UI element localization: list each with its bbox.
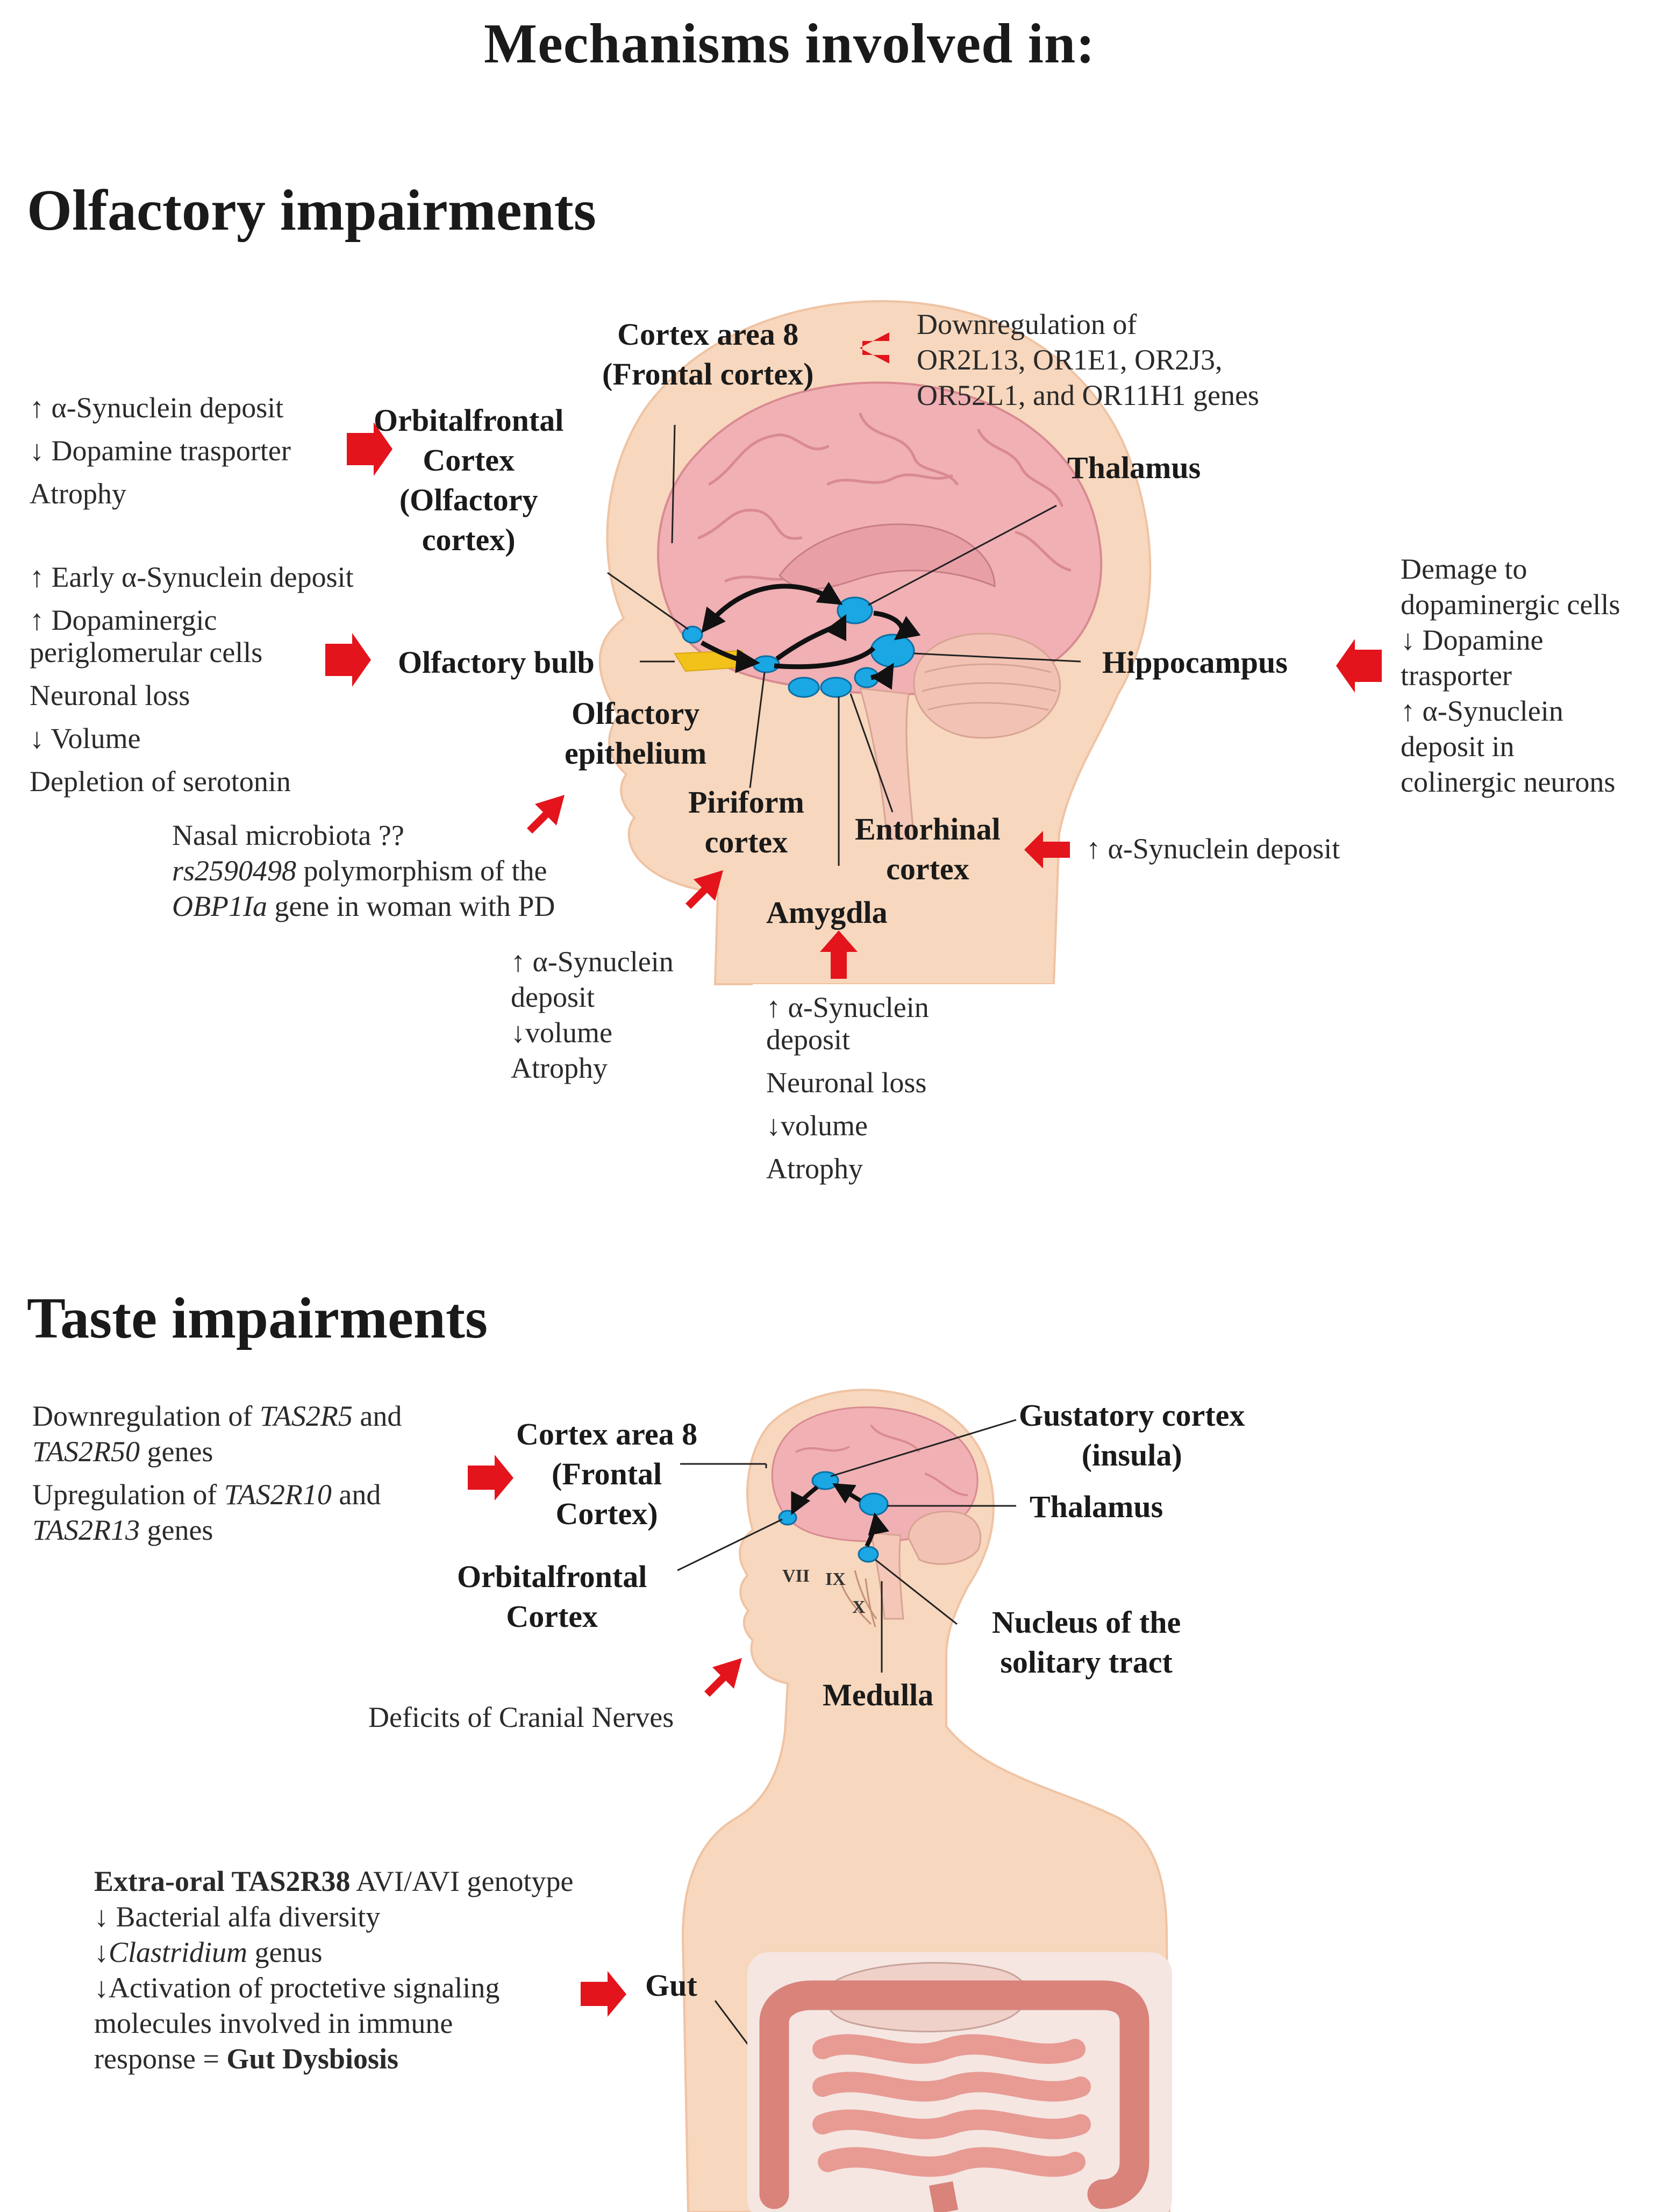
node-hippocampus <box>870 634 915 668</box>
gut-illustration <box>747 1952 1172 2212</box>
figure-title: Mechanisms involved in: <box>484 12 1096 75</box>
note-cortex-area-8: Downregulation of OR2L13, OR1E1, OR2J3, … <box>917 308 1259 411</box>
brain-folds <box>697 412 1072 582</box>
red-arrow-taste-genes <box>468 1455 513 1500</box>
note-cranial-nerves: Deficits of Cranial Nerves <box>368 1701 674 1733</box>
taste-pathway-arrows <box>791 1483 889 1547</box>
red-arrow-epithelium <box>527 795 565 834</box>
node-taste-orbitofrontal <box>778 1510 797 1526</box>
label-gustatory-cortex: Gustatory cortex(insula) <box>1019 1398 1245 1473</box>
label-nerve-x: X <box>852 1597 866 1617</box>
red-arrow-hippocampus <box>1336 639 1382 693</box>
label-medulla: Medulla <box>823 1677 934 1712</box>
note-piriform: ↑ α-Synuclein deposit ↓volume Atrophy <box>511 945 674 1084</box>
note-orbitofrontal: ↑ α-Synuclein deposit ↓ Dopamine traspor… <box>30 392 291 510</box>
label-nerve-ix: IX <box>825 1569 846 1589</box>
leader-lines-olfactory <box>607 424 1081 866</box>
label-olfactory-bulb: Olfactory bulb <box>398 645 595 680</box>
note-olfactory-bulb: ↑ Early α-Synuclein deposit ↑ Dopaminerg… <box>30 561 354 798</box>
node-nts <box>858 1546 879 1563</box>
note-hippocampus: Demage to dopaminergic cells ↓ Dopamine … <box>1401 553 1620 798</box>
label-taste-thalamus: Thalamus <box>1030 1489 1163 1524</box>
red-arrow-cranial <box>704 1658 742 1697</box>
red-arrow-amygdala <box>820 930 858 979</box>
red-arrow-bulb <box>325 633 371 687</box>
cranial-nerves <box>838 1570 877 1627</box>
taste-brain <box>771 1406 979 1542</box>
olfactory-heading: Olfactory impairments <box>27 179 596 243</box>
red-arrow-gut <box>581 1971 626 2017</box>
note-taste-genes: Downregulation of TAS2R5 and TAS2R50 gen… <box>32 1400 402 1546</box>
taste-cerebellum <box>908 1510 982 1565</box>
label-gut: Gut <box>645 1968 697 2003</box>
node-amygdala-a <box>788 677 820 698</box>
small-intestine <box>812 2034 1091 2177</box>
red-arrow-cortex8 <box>860 332 889 364</box>
label-amygdala: Amygdla <box>766 895 888 930</box>
label-cortex-area-8: Cortex area 8(Frontal cortex) <box>602 317 814 392</box>
label-thalamus: Thalamus <box>1067 450 1201 485</box>
red-arrow-orbitofrontal <box>347 422 392 476</box>
rectum <box>929 2181 959 2212</box>
brainstem <box>859 687 915 840</box>
label-hippocampus: Hippocampus <box>1102 645 1288 680</box>
note-olfactory-epithelium: Nasal microbiota ?? rs2590498 polymorphi… <box>172 819 555 922</box>
note-gut: Extra-oral TAS2R38 AVI/AVI genotype ↓ Ba… <box>94 1865 574 2075</box>
node-taste-thalamus <box>859 1492 889 1516</box>
cerebellum-folds <box>922 663 1057 711</box>
pathway-arrows <box>700 581 921 690</box>
label-nerve-vii: VII <box>782 1566 810 1586</box>
taste-nodes <box>778 1471 889 1563</box>
taste-heading: Taste impairments <box>27 1286 488 1350</box>
taste-brain-folds <box>795 1424 968 1496</box>
cerebellum <box>913 632 1061 739</box>
red-arrow-entorhinal <box>1024 831 1070 869</box>
note-entorhinal: ↑ α-Synuclein deposit <box>1086 833 1340 865</box>
node-amygdala-b <box>820 677 852 698</box>
red-arrows-olfactory <box>325 332 1382 979</box>
note-amygdala: ↑ α-Synuclein deposit Neuronal loss ↓vol… <box>766 991 929 1185</box>
node-orbitofrontal <box>682 625 703 644</box>
large-intestine <box>759 1980 1149 2209</box>
red-arrow-piriform <box>686 870 723 909</box>
red-arrows-taste <box>468 1455 742 2017</box>
